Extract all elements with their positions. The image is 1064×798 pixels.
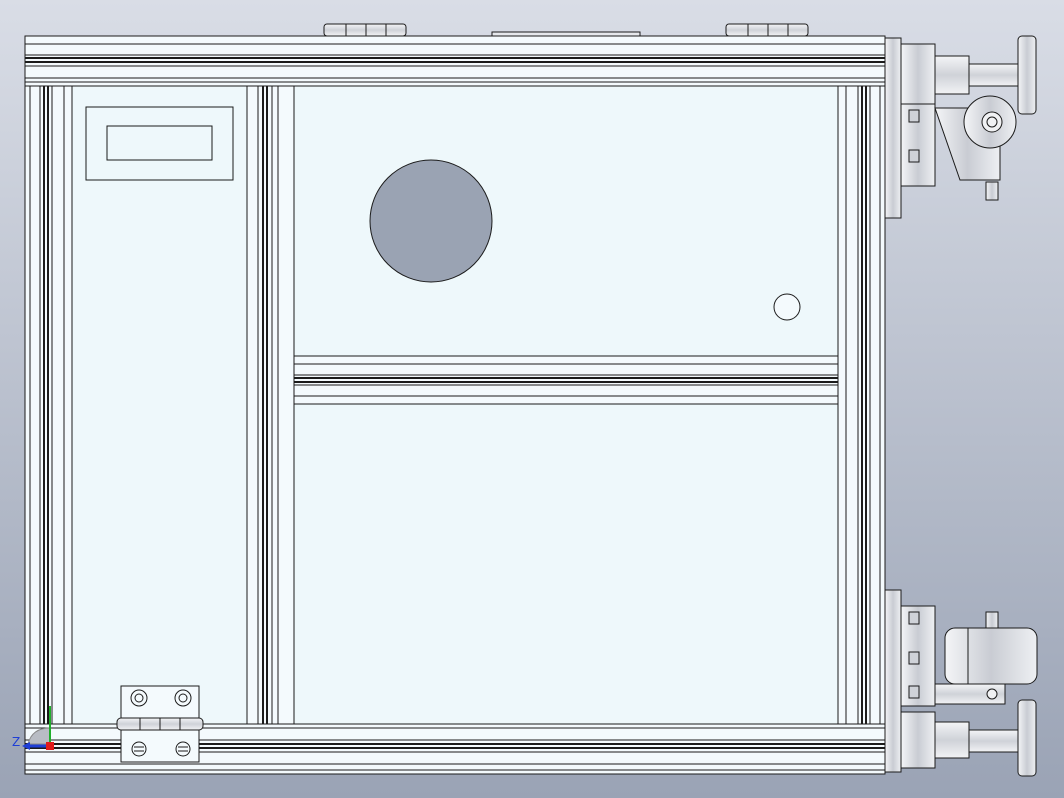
door-hinge	[116, 685, 204, 763]
lid-handle-strip	[491, 31, 641, 37]
top-hinge-right	[725, 23, 809, 37]
caster-wheel-bottom	[884, 589, 1038, 777]
left-panel	[71, 85, 248, 725]
horizontal-rail	[293, 355, 839, 405]
top-hinge-left	[323, 23, 407, 37]
lower-panel	[293, 403, 839, 725]
large-round-cutout	[369, 159, 493, 283]
caster-wheel-top	[884, 35, 1037, 219]
display-window	[85, 106, 234, 181]
triad-z-label: Z	[12, 735, 20, 749]
small-round-hole	[773, 293, 801, 321]
coordinate-triad-icon	[22, 706, 54, 750]
